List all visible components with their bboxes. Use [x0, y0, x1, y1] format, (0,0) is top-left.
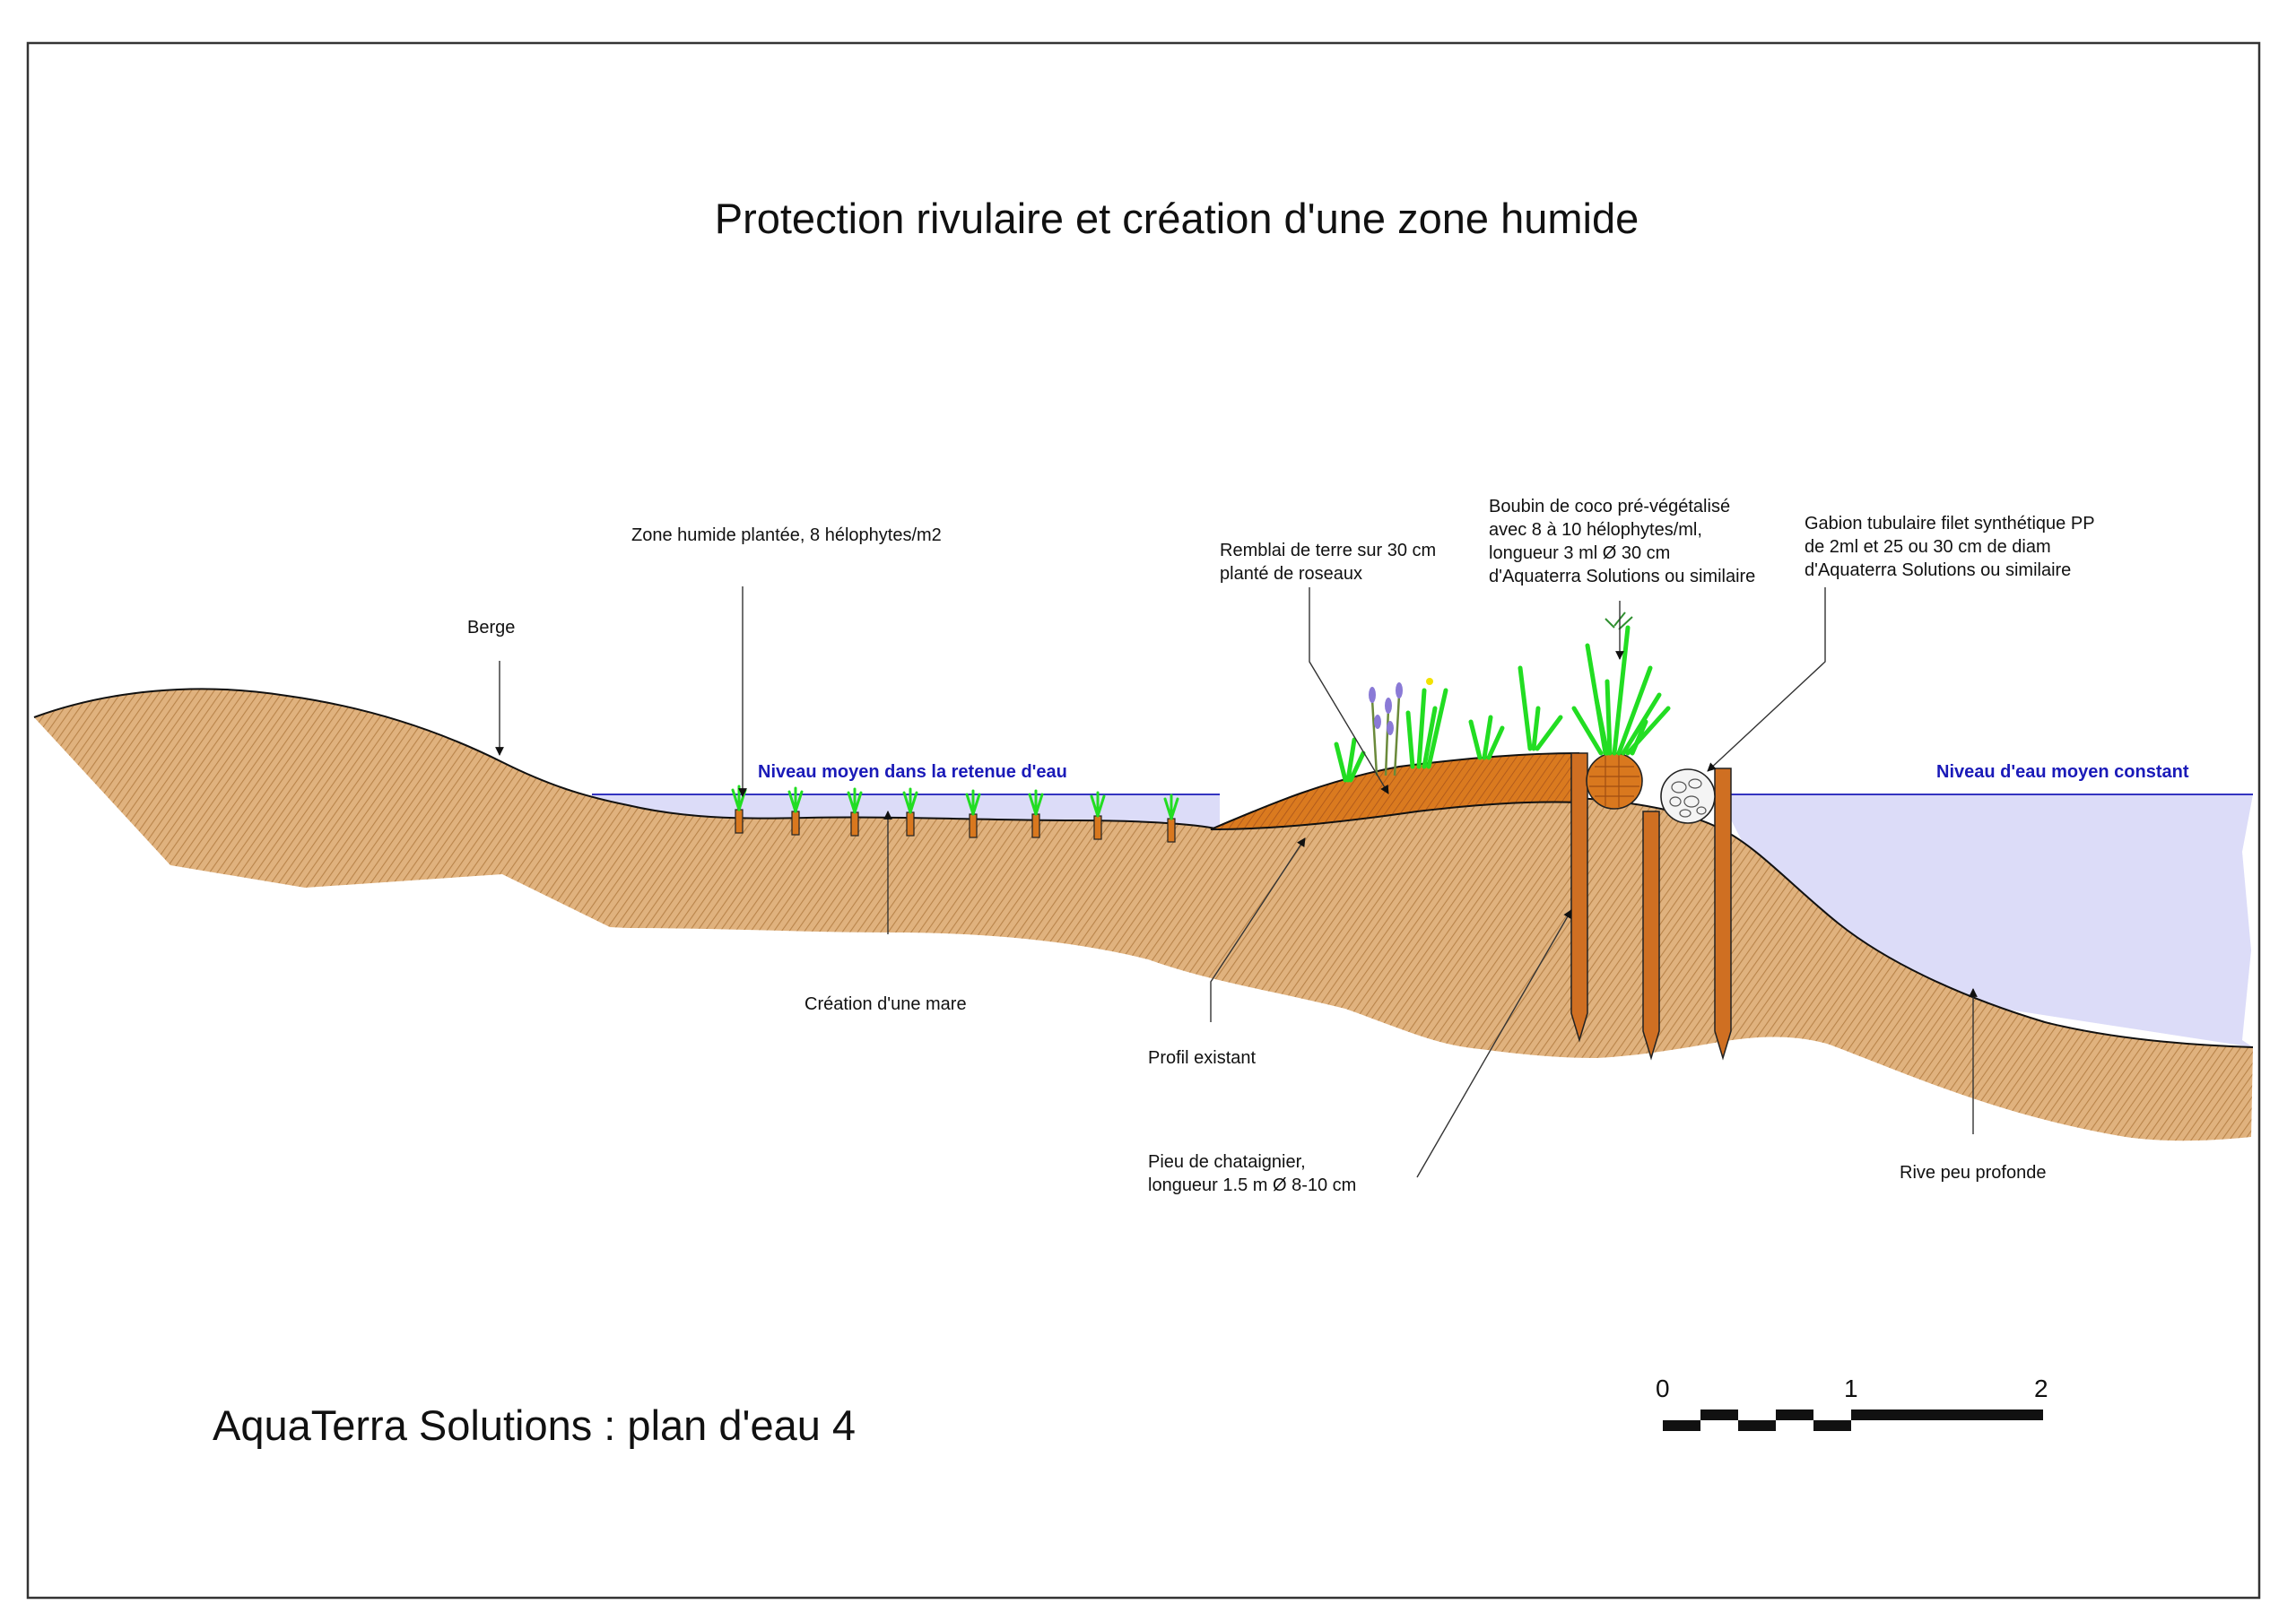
label-niveau-constant: Niveau d'eau moyen constant [1936, 762, 2189, 782]
page-frame [26, 41, 2261, 1600]
reed-plant-icon [1334, 625, 1671, 783]
wetland-plug-icon [1028, 789, 1044, 838]
label-boudin-line2: avec 8 à 10 hélophytes/ml, [1489, 520, 1702, 540]
scale-tick-2: 2 [2034, 1375, 2048, 1402]
label-gabion-line2: de 2ml et 25 ou 30 cm de diam [1805, 537, 2051, 557]
wetland-plug-icon [965, 789, 981, 838]
label-pieu: Pieu de chataignier, longueur 1.5 m Ø 8-… [1148, 1152, 1356, 1195]
label-remblai-line1: Remblai de terre sur 30 cm [1220, 541, 1436, 560]
leader-lines [495, 586, 1978, 1178]
soil-profile [34, 689, 2253, 1141]
label-pieu-line2: longueur 1.5 m Ø 8-10 cm [1148, 1175, 1356, 1195]
coconut-roll-texture [1589, 755, 1639, 807]
label-creation-mare: Création d'une mare [804, 994, 967, 1014]
label-boudin-line1: Boubin de coco pré-végétalisé [1489, 497, 1730, 516]
scale-bar: 0 1 2 [1656, 1375, 2048, 1431]
label-rive: Rive peu profonde [1900, 1163, 2046, 1183]
label-berge: Berge [467, 618, 515, 638]
label-profil-existant: Profil existant [1148, 1048, 1256, 1068]
footer-title: AquaTerra Solutions : plan d'eau 4 [213, 1401, 856, 1449]
wetland-plug-icon [787, 786, 804, 836]
stake-icon [1642, 811, 1660, 1061]
gabion-icon [1660, 768, 1716, 824]
label-niveau-retenue: Niveau moyen dans la retenue d'eau [758, 762, 1067, 782]
lavender-plant-icon [1369, 612, 1633, 776]
ground-line-left [33, 688, 1221, 830]
coconut-roll-icon [1586, 752, 1643, 810]
stake-icon [1570, 752, 1588, 1043]
label-pieu-line1: Pieu de chataignier, [1148, 1152, 1306, 1172]
label-gabion: Gabion tubulaire filet synthétique PP de… [1805, 514, 2100, 580]
page-title: Protection rivulaire et création d'une z… [715, 195, 1639, 242]
label-boudin: Boubin de coco pré-végétalisé avec 8 à 1… [1489, 497, 1755, 586]
wetland-plug-icon [1090, 791, 1106, 840]
lake-water [1709, 794, 2253, 1047]
wetland-plug-icon [847, 787, 863, 837]
label-boudin-line4: d'Aquaterra Solutions ou similaire [1489, 567, 1755, 586]
scale-tick-0: 0 [1656, 1375, 1670, 1402]
label-gabion-line3: d'Aquaterra Solutions ou similaire [1805, 560, 2071, 580]
label-remblai-line2: planté de roseaux [1220, 564, 1362, 584]
label-boudin-line3: longueur 3 ml Ø 30 cm [1489, 543, 1670, 563]
stakes [1570, 752, 1732, 1061]
label-zone-humide: Zone humide plantée, 8 hélophytes/m2 [631, 525, 942, 545]
label-remblai: Remblai de terre sur 30 cm planté de ros… [1220, 541, 1441, 584]
label-gabion-line1: Gabion tubulaire filet synthétique PP [1805, 514, 2094, 533]
stake-icon [1714, 768, 1732, 1061]
wetland-plug-icon [1163, 794, 1179, 843]
wetland-plug-icon [902, 787, 918, 837]
scale-tick-1: 1 [1844, 1375, 1858, 1402]
